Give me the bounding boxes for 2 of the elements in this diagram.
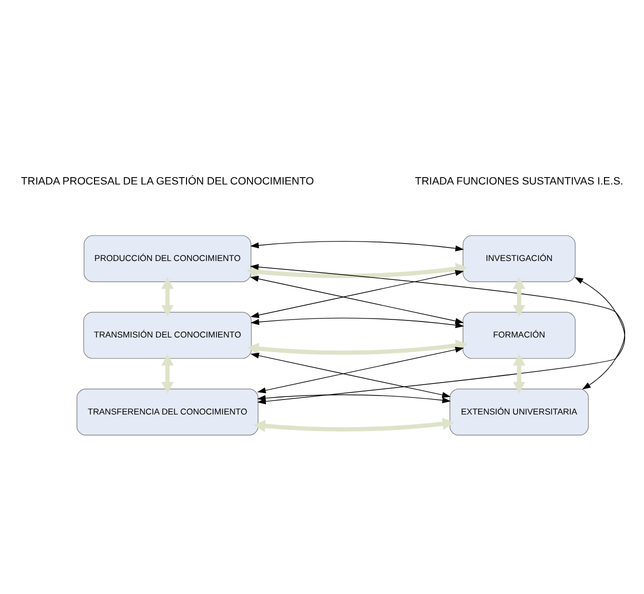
label: TRIADA FUNCIONES SUSTANTIVAS I.E.S. — [414, 175, 624, 188]
label: TRIADA PROCESAL DE LA GESTIÓN DEL CONOCIMIENTO — [21, 175, 314, 188]
